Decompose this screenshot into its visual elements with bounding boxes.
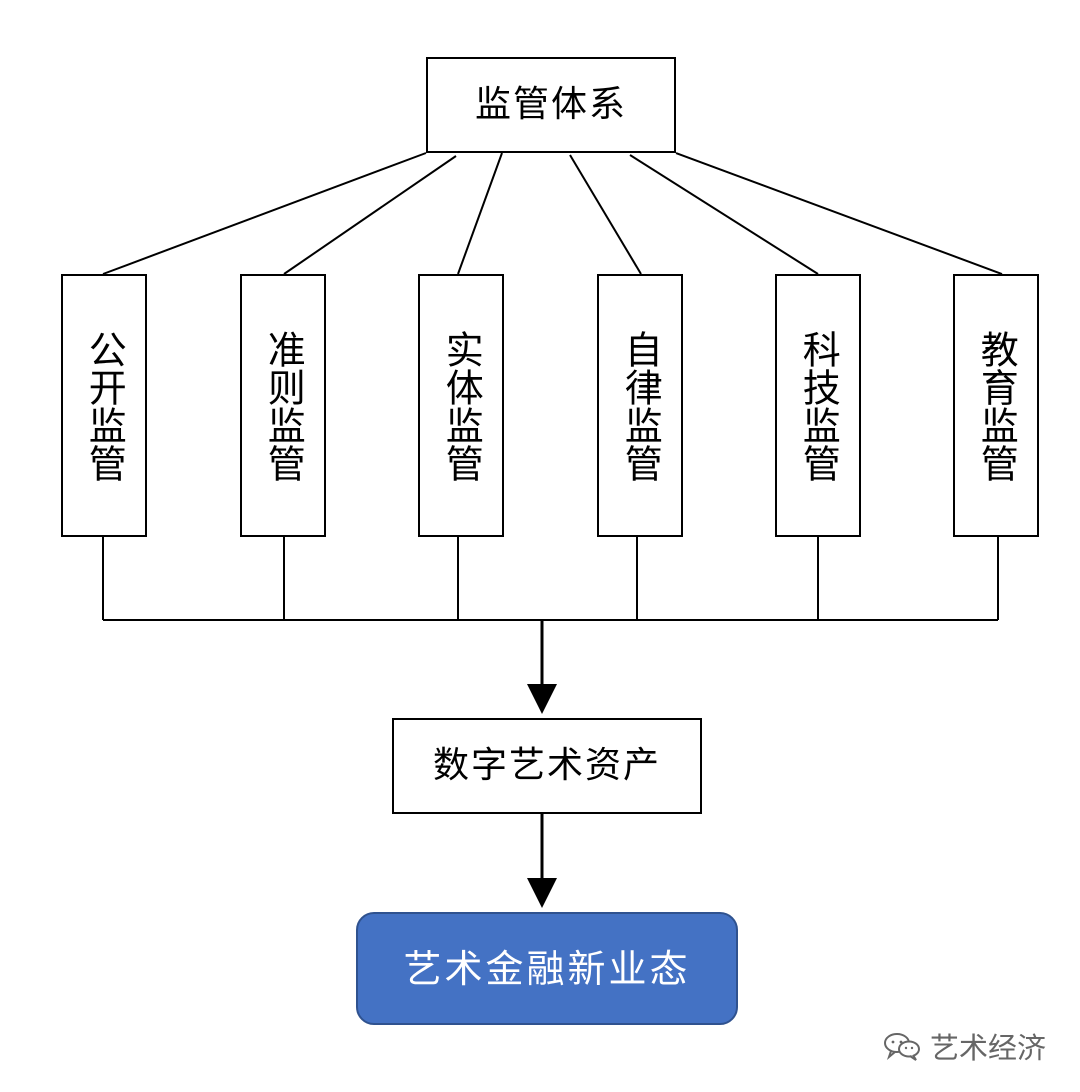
connector-top-to-child-3: [457, 152, 503, 275]
child-node-5: 科技监管: [775, 274, 861, 537]
child-node-1: 公开监管: [61, 274, 147, 537]
child-node-3-label: 实体监管: [439, 329, 484, 482]
watermark: 艺术经济: [882, 1026, 1046, 1066]
child-node-4-label: 自律监管: [618, 329, 663, 482]
child-node-3: 实体监管: [418, 274, 504, 537]
child-node-1-label: 公开监管: [82, 329, 127, 482]
middle-node-label: 数字艺术资产: [432, 745, 661, 786]
watermark-text: 艺术经济: [929, 1031, 1046, 1065]
child-node-2-label: 准则监管: [261, 329, 306, 482]
connector-top-to-child-2: [283, 155, 457, 275]
child-node-6-label: 教育监管: [974, 329, 1019, 482]
connector-top-to-child-5: [629, 154, 819, 275]
connector-top-to-child-4: [569, 154, 642, 275]
bottom-node-label: 艺术金融新业态: [403, 946, 691, 991]
top-node-label: 监管体系: [474, 84, 627, 125]
bottom-node-box: 艺术金融新业态: [356, 912, 738, 1025]
top-node-box: 监管体系: [426, 57, 676, 153]
connector-top-to-child-6: [675, 152, 1003, 275]
child-node-2: 准则监管: [240, 274, 326, 537]
wechat-icon: [883, 1033, 920, 1061]
child-node-5-label: 科技监管: [796, 329, 841, 482]
middle-node-box: 数字艺术资产: [392, 718, 702, 814]
child-node-4: 自律监管: [597, 274, 683, 537]
child-node-6: 教育监管: [953, 274, 1039, 537]
connector-top-to-child-1: [102, 152, 427, 275]
